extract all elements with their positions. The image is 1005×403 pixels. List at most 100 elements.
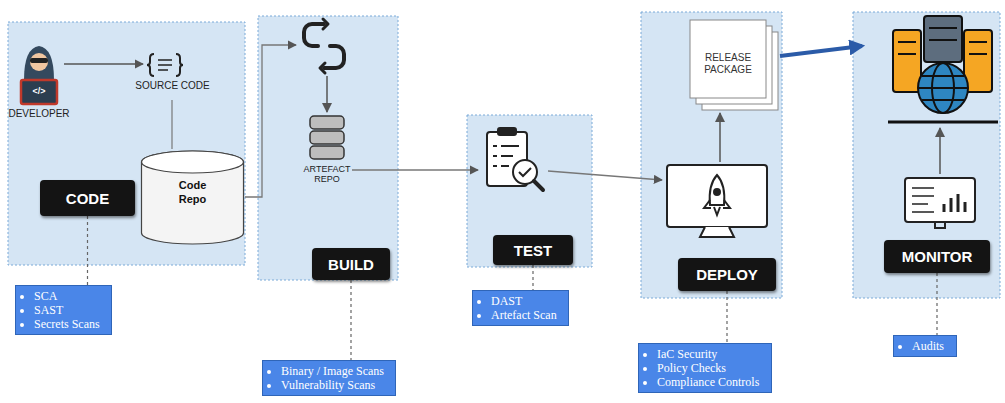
stage-badge: MONITOR: [884, 240, 990, 273]
artefact-repo-icon: [310, 116, 344, 159]
network-base: [888, 121, 998, 124]
loop-arrow: [324, 46, 344, 68]
brace: [147, 54, 154, 76]
screen: [905, 178, 975, 222]
hood: [24, 46, 54, 80]
text-lines: [912, 188, 934, 212]
repository-cylinder: Code Repo: [140, 150, 245, 245]
deploy-icon: [667, 165, 767, 237]
globe: [918, 63, 968, 113]
rocket: [710, 175, 725, 205]
release-package-icon: [690, 20, 778, 110]
release-arrow: [780, 46, 862, 56]
globe-parallels: [918, 76, 968, 100]
check-item: DAST: [491, 294, 559, 308]
dashed-connector: [87, 216, 88, 285]
dashed-connector: [350, 280, 351, 360]
security-checks-box: IaC SecurityPolicy ChecksCompliance Cont…: [638, 343, 772, 393]
monitor-stand: [700, 227, 734, 237]
dashed-connector: [532, 265, 533, 290]
laptop: [21, 80, 57, 104]
security-checks-box: SCASASTSecrets Scans: [15, 285, 112, 335]
bar-chart: [944, 194, 965, 212]
check-item: SCA: [34, 289, 102, 303]
icon-label: DEVELOPER: [8, 108, 70, 120]
check-mark: [519, 168, 531, 176]
test-icon: [487, 128, 543, 190]
check-list: Binary / Image ScansVulnerability Scans: [266, 364, 386, 392]
loop-arrow: [304, 24, 324, 46]
rocket-window: [714, 189, 720, 195]
icon-label: RELEASE PACKAGE: [692, 52, 764, 75]
code-panel: [8, 22, 245, 265]
rocket-fins: [704, 200, 730, 215]
flow-arrow: [326, 76, 328, 112]
repo-name: Code Repo: [170, 178, 216, 206]
arrow-head: [323, 19, 328, 29]
brace: [176, 54, 183, 76]
disk: [310, 146, 344, 159]
check-item: Policy Checks: [657, 361, 762, 375]
stage-badge: TEST: [493, 235, 573, 265]
test-panel: [467, 115, 592, 267]
developer-icon: [21, 46, 57, 104]
stage-name: TEST: [514, 242, 552, 259]
production-icon: [888, 16, 998, 122]
disk: [310, 116, 344, 129]
cylinder-body: [142, 151, 244, 244]
check-item: Secrets Scans: [34, 317, 102, 331]
code-glyph: </>: [21, 86, 57, 96]
server: [893, 30, 921, 92]
stage-badge: BUILD: [312, 248, 390, 280]
monitor: [667, 165, 767, 227]
flow-arrow: [719, 113, 721, 162]
check-list: IaC SecurityPolicy ChecksCompliance Cont…: [642, 347, 762, 389]
stage-badge: CODE: [40, 180, 135, 216]
face: [30, 53, 48, 71]
ci-cd-icon: [304, 19, 344, 73]
check-item: Artefact Scan: [491, 308, 559, 322]
check-item: Vulnerability Scans: [281, 378, 386, 392]
security-checks-box: Audits: [893, 335, 957, 357]
code-lines: [158, 60, 172, 70]
server-slots: [898, 28, 987, 54]
icon-label: ARTEFACT REPO: [295, 164, 359, 185]
security-checks-box: DASTArtefact Scan: [472, 290, 569, 326]
check-item: IaC Security: [657, 347, 762, 361]
cylinder-label: Code Repo: [140, 178, 245, 206]
monitoring-icon: [905, 178, 975, 228]
deploy-panel: [641, 12, 782, 298]
flow-arrow: [548, 171, 662, 180]
check-list: Audits: [897, 339, 947, 353]
disk: [310, 131, 344, 144]
flow-arrow: [352, 169, 478, 170]
check-item: Binary / Image Scans: [281, 364, 386, 378]
check-item: Compliance Controls: [657, 375, 762, 389]
check-item: Audits: [912, 339, 947, 353]
stage-panels: [8, 12, 1000, 298]
flow-arrow: [245, 45, 296, 197]
dashed-connector: [936, 273, 937, 335]
check-lines: [493, 146, 519, 166]
check-list: SCASASTSecrets Scans: [19, 289, 102, 331]
cylinder-top: [142, 151, 244, 173]
magnifier-handle: [534, 181, 543, 190]
monitor-panel: [853, 12, 1000, 298]
arrow-head: [320, 63, 325, 73]
stage-name: BUILD: [328, 256, 374, 273]
build-panel: [258, 16, 398, 280]
flow-arrow: [64, 63, 143, 64]
flow-line: [171, 100, 172, 149]
screen-stand: [935, 222, 945, 228]
icon-label: SOURCE CODE: [130, 80, 215, 92]
stage-name: CODE: [66, 190, 109, 207]
security-checks-box: Binary / Image ScansVulnerability Scans: [262, 360, 396, 396]
stage-name: DEPLOY: [696, 266, 758, 283]
check-list: DASTArtefact Scan: [476, 294, 559, 322]
source-code-icon: [147, 54, 183, 76]
glasses: [30, 58, 48, 63]
paper: [690, 20, 766, 98]
stage-badge: DEPLOY: [678, 258, 776, 291]
